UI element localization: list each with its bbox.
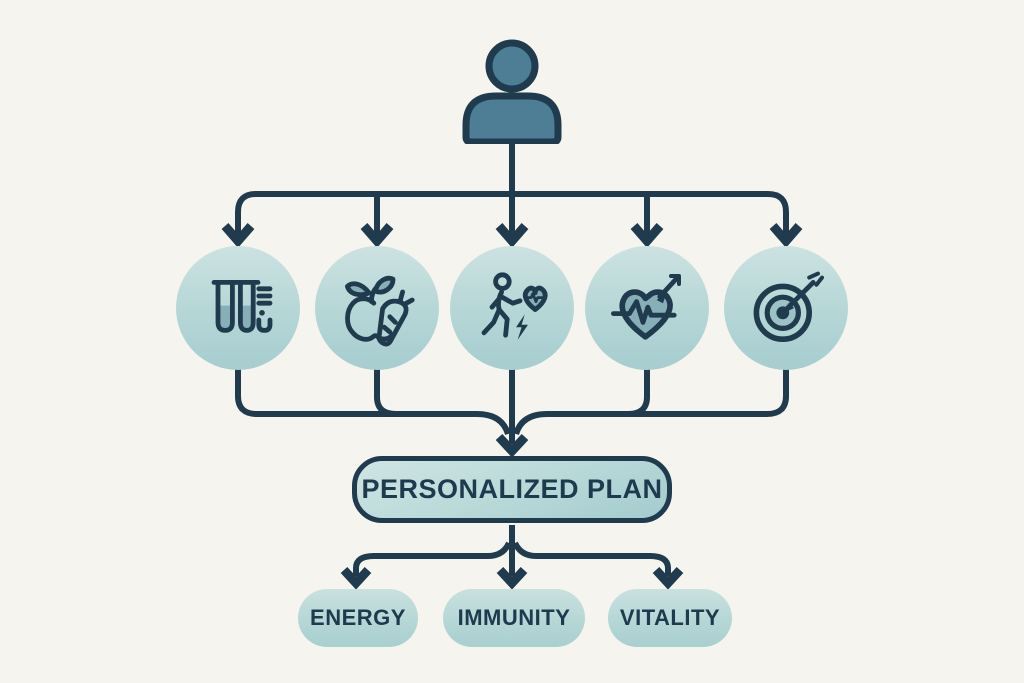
factor-node-nutrition [315, 246, 439, 370]
outcome-label-vitality: VITALITY [619, 605, 721, 630]
factor-node-lab-tests [176, 246, 300, 370]
heartbeat-icon [611, 274, 681, 340]
outcome-pill-immunity: IMMUNITY [443, 589, 585, 647]
outcome-label-immunity: IMMUNITY [457, 605, 571, 630]
person-node [448, 26, 576, 146]
bottom-branch-connectors [340, 525, 684, 590]
collector-connectors [235, 368, 789, 458]
apple-carrot-icon [345, 275, 415, 347]
personalized-plan-box: PERSONALIZED PLAN [352, 456, 672, 523]
factor-node-heart-health [585, 246, 709, 370]
outcome-pill-vitality: VITALITY [608, 589, 732, 647]
outcome-pill-energy: ENERGY [298, 589, 418, 647]
test-tubes-icon [211, 280, 273, 333]
factor-node-goals [724, 246, 848, 370]
factor-node-activity [450, 246, 574, 370]
top-branch-connectors [221, 143, 803, 248]
target-arrow-icon [753, 271, 824, 342]
walking-heart-icon [481, 272, 548, 340]
outcome-label-energy: ENERGY [310, 605, 406, 630]
personalized-plan-label: PERSONALIZED PLAN [361, 474, 663, 504]
person-icon [462, 39, 562, 146]
